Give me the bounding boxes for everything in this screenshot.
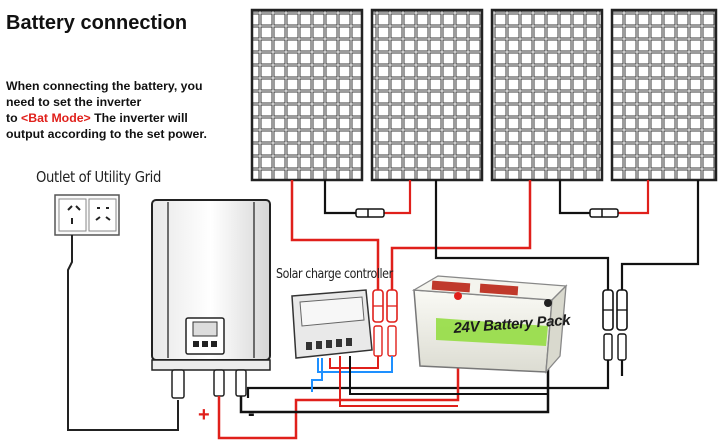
string-negative-wire-2: [620, 180, 700, 290]
solar-panel-2: [370, 8, 484, 182]
inverter-positive-wire: [217, 352, 460, 440]
solar-panel-3: [490, 8, 604, 182]
right-mc4-connectors: [602, 289, 628, 361]
outlet-cable: [67, 235, 179, 431]
pv-to-controller-wire: [329, 356, 379, 369]
instruction-suffix: The inverter will: [90, 111, 188, 125]
string-negative-wire-1: [434, 180, 610, 290]
instruction-line-3: to <Bat Mode> The inverter will: [6, 110, 236, 126]
battery-icon: [411, 275, 568, 374]
outlet-label: Outlet of Utility Grid: [36, 168, 162, 186]
charge-controller-icon: [291, 289, 373, 359]
bat-mode-label: <Bat Mode>: [21, 111, 91, 125]
controller-battery-positive: [339, 356, 458, 407]
solar-panel-4: [610, 8, 718, 182]
controller-mc4-connectors: [372, 289, 398, 357]
grid-tie-inverter-icon: [151, 199, 271, 399]
string-positive-wire-1: [290, 180, 380, 290]
panel-series-link-1: [323, 180, 412, 218]
instruction-line-1: When connecting the battery, you: [6, 79, 203, 93]
instruction-text: When connecting the battery, you need to…: [6, 78, 236, 142]
instruction-prefix: to: [6, 111, 22, 125]
controller-battery-negative: [349, 356, 548, 395]
panel-series-link-2: [558, 180, 650, 218]
instruction-line-4: output according to the set power.: [6, 127, 207, 141]
combiner-output-wire-1: [246, 360, 610, 398]
positive-terminal-label: +: [198, 404, 210, 426]
negative-terminal-label: -: [248, 403, 255, 425]
solar-panel-1: [250, 8, 364, 182]
controller-label: Solar charge controller: [276, 266, 393, 282]
string-positive-wire-2: [390, 180, 532, 290]
page-title: Battery connection: [6, 12, 188, 34]
controller-battery-wire-blue: [311, 358, 323, 392]
wall-socket-icon: [54, 194, 120, 236]
instruction-line-2: need to set the inverter: [6, 95, 142, 109]
pv-to-controller-wire-blue: [317, 356, 393, 373]
